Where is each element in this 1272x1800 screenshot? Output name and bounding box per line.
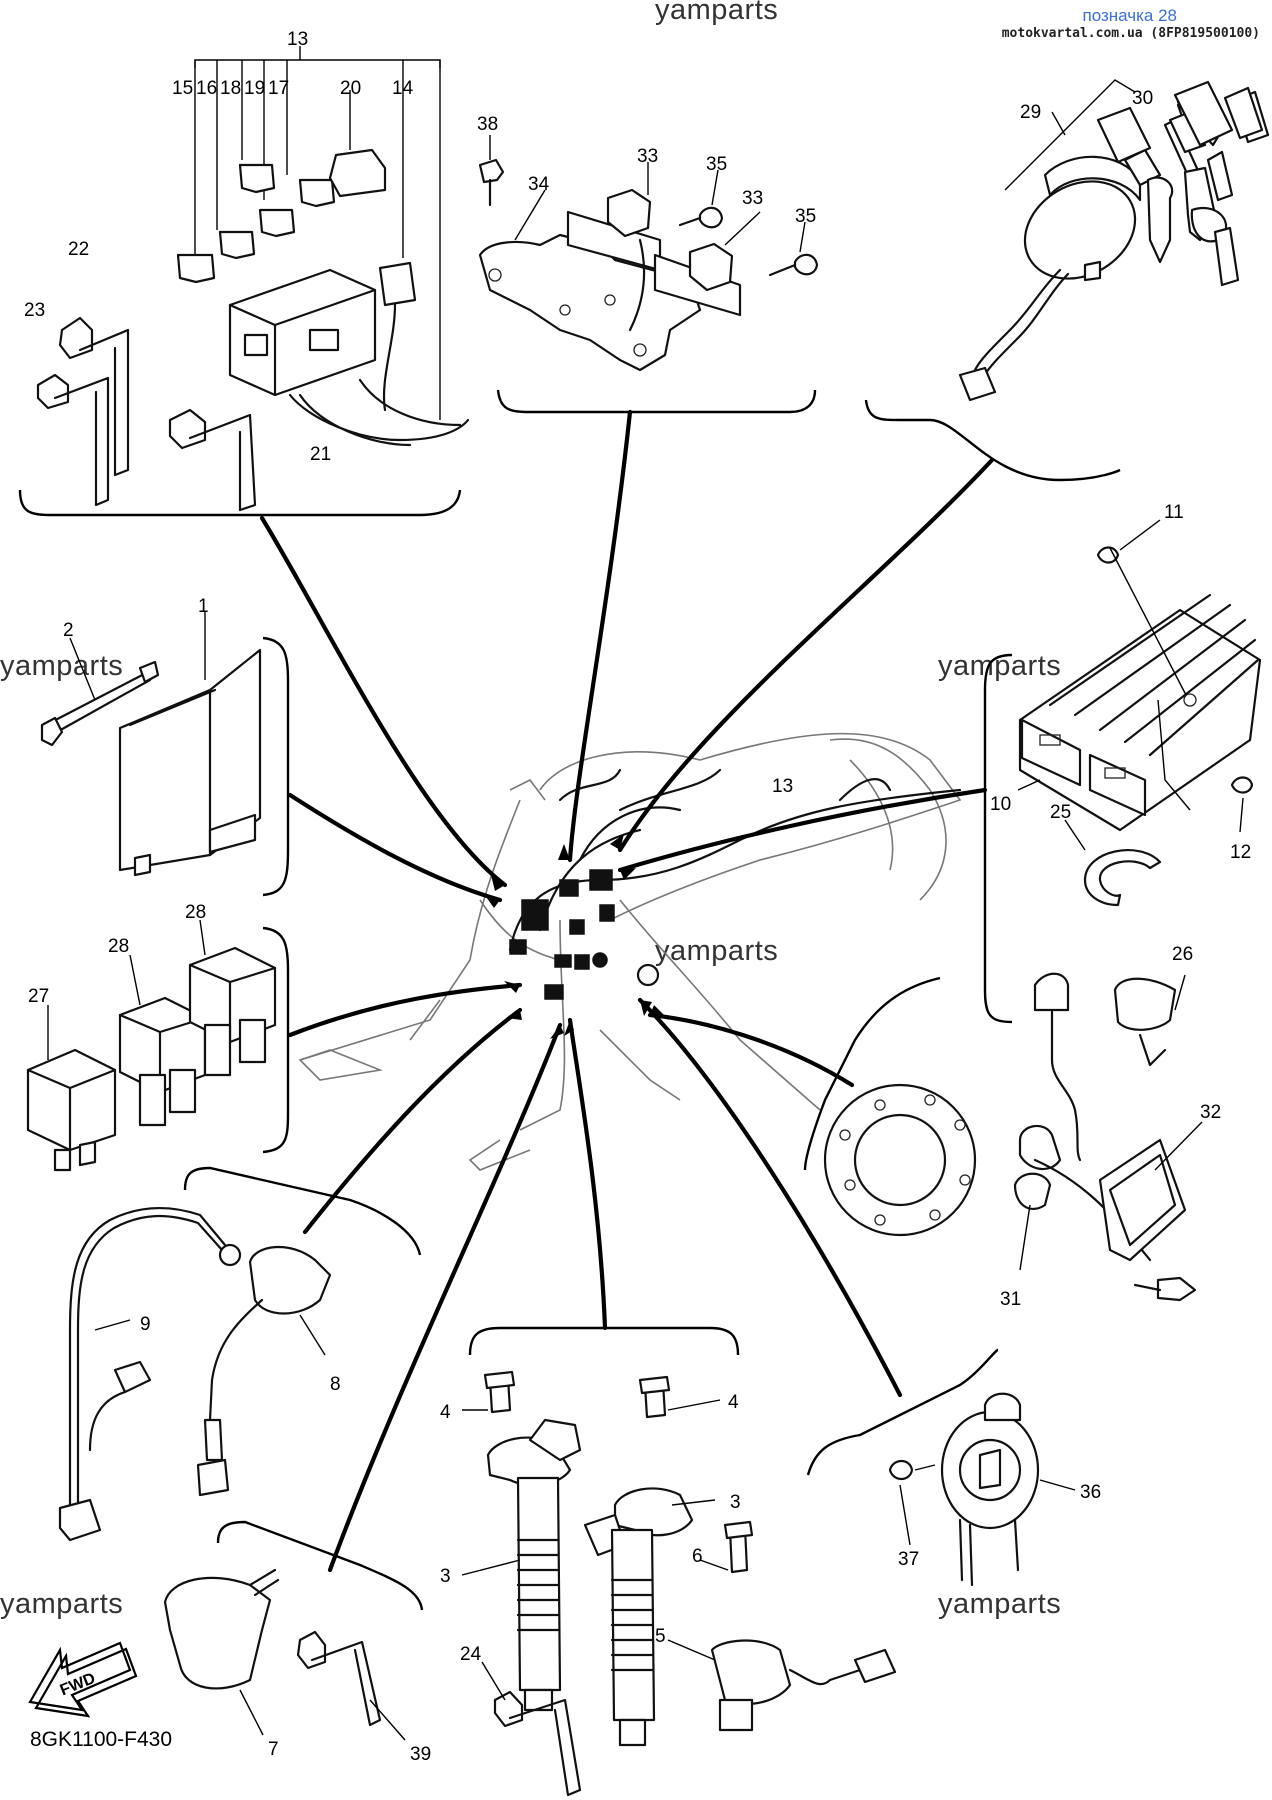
callout-35-top[interactable]: 35 bbox=[706, 154, 727, 175]
callout-13-top[interactable]: 13 bbox=[287, 29, 308, 50]
callout-34[interactable]: 34 bbox=[528, 174, 550, 195]
center-harness bbox=[508, 768, 962, 1000]
callout-15[interactable]: 15 bbox=[172, 78, 193, 99]
callout-12[interactable]: 12 bbox=[1230, 842, 1251, 863]
ecu-group bbox=[40, 612, 262, 877]
callout-33-mid[interactable]: 33 bbox=[742, 188, 763, 209]
callout-4-right[interactable]: 4 bbox=[728, 1392, 739, 1413]
sensor-group-left bbox=[58, 1207, 406, 1741]
speed-sensor-group bbox=[888, 1392, 1076, 1587]
callout-6[interactable]: 6 bbox=[692, 1546, 703, 1567]
callout-13-center[interactable]: 13 bbox=[772, 776, 793, 797]
callout-11[interactable]: 11 bbox=[1164, 502, 1184, 523]
callout-17[interactable]: 17 bbox=[268, 78, 289, 99]
header-title[interactable]: позначка 28 bbox=[1082, 6, 1178, 25]
relay-group bbox=[26, 919, 277, 1172]
callout-18[interactable]: 18 bbox=[220, 78, 241, 99]
watermark-top: yamparts bbox=[655, 0, 779, 26]
relay-bracket-group bbox=[478, 135, 819, 372]
pickup-coil-group bbox=[823, 972, 1203, 1302]
header-source[interactable]: motokvartal.com.ua (8FP819500100) bbox=[1001, 26, 1260, 41]
callout-31[interactable]: 31 bbox=[1000, 1289, 1021, 1310]
callout-36[interactable]: 36 bbox=[1080, 1482, 1101, 1503]
callout-30[interactable]: 30 bbox=[1132, 88, 1153, 109]
watermark-right: yamparts bbox=[938, 650, 1062, 682]
callout-10[interactable]: 10 bbox=[990, 794, 1011, 815]
callout-20[interactable]: 20 bbox=[340, 78, 361, 99]
connector-lines bbox=[259, 409, 995, 1573]
ignition-switch-group bbox=[958, 79, 1270, 402]
fuse-box-icon bbox=[228, 148, 470, 447]
callout-37[interactable]: 37 bbox=[898, 1549, 919, 1570]
callout-14[interactable]: 14 bbox=[392, 78, 414, 99]
callout-29[interactable]: 29 bbox=[1020, 102, 1041, 123]
callout-8[interactable]: 8 bbox=[330, 1374, 341, 1395]
callout-23[interactable]: 23 bbox=[24, 300, 45, 321]
callout-24[interactable]: 24 bbox=[460, 1644, 482, 1665]
fuse-icon bbox=[176, 163, 336, 284]
callout-26[interactable]: 26 bbox=[1172, 944, 1193, 965]
callout-33-top[interactable]: 33 bbox=[637, 146, 658, 167]
callout-2[interactable]: 2 bbox=[63, 620, 74, 641]
callout-21[interactable]: 21 bbox=[310, 444, 331, 465]
callout-9[interactable]: 9 bbox=[140, 1314, 151, 1335]
callout-5[interactable]: 5 bbox=[655, 1626, 666, 1647]
callout-28-lower[interactable]: 28 bbox=[108, 936, 129, 957]
callout-4-left[interactable]: 4 bbox=[440, 1402, 451, 1423]
callout-3-right[interactable]: 3 bbox=[730, 1492, 741, 1513]
fuse-box-group bbox=[36, 46, 470, 512]
ignition-coil-group bbox=[461, 1370, 897, 1797]
callout-22[interactable]: 22 bbox=[68, 239, 89, 260]
watermark-center: yamparts bbox=[655, 935, 779, 967]
callout-7[interactable]: 7 bbox=[268, 1739, 279, 1760]
fwd-arrow-icon bbox=[28, 1641, 138, 1718]
callout-39[interactable]: 39 bbox=[410, 1744, 431, 1765]
callout-3-left[interactable]: 3 bbox=[440, 1566, 451, 1587]
rectifier-group bbox=[1017, 519, 1262, 907]
diagram-code: 8GK1100-F430 bbox=[30, 1728, 173, 1751]
cable-tie-icon bbox=[36, 316, 257, 512]
callout-35-mid[interactable]: 35 bbox=[795, 206, 816, 227]
callout-1[interactable]: 1 bbox=[198, 596, 209, 617]
callout-16[interactable]: 16 bbox=[196, 78, 217, 99]
callout-32[interactable]: 32 bbox=[1200, 1102, 1221, 1123]
callout-28-upper[interactable]: 28 bbox=[185, 902, 206, 923]
group-brackets bbox=[18, 389, 1121, 1611]
watermark-bottom-right: yamparts bbox=[938, 1588, 1062, 1620]
callout-25[interactable]: 25 bbox=[1050, 802, 1071, 823]
callout-19[interactable]: 19 bbox=[244, 78, 265, 99]
callout-38[interactable]: 38 bbox=[477, 114, 498, 135]
watermark-left: yamparts bbox=[0, 650, 124, 682]
watermark-bottom-left: yamparts bbox=[0, 1588, 124, 1620]
callout-27[interactable]: 27 bbox=[28, 986, 49, 1007]
